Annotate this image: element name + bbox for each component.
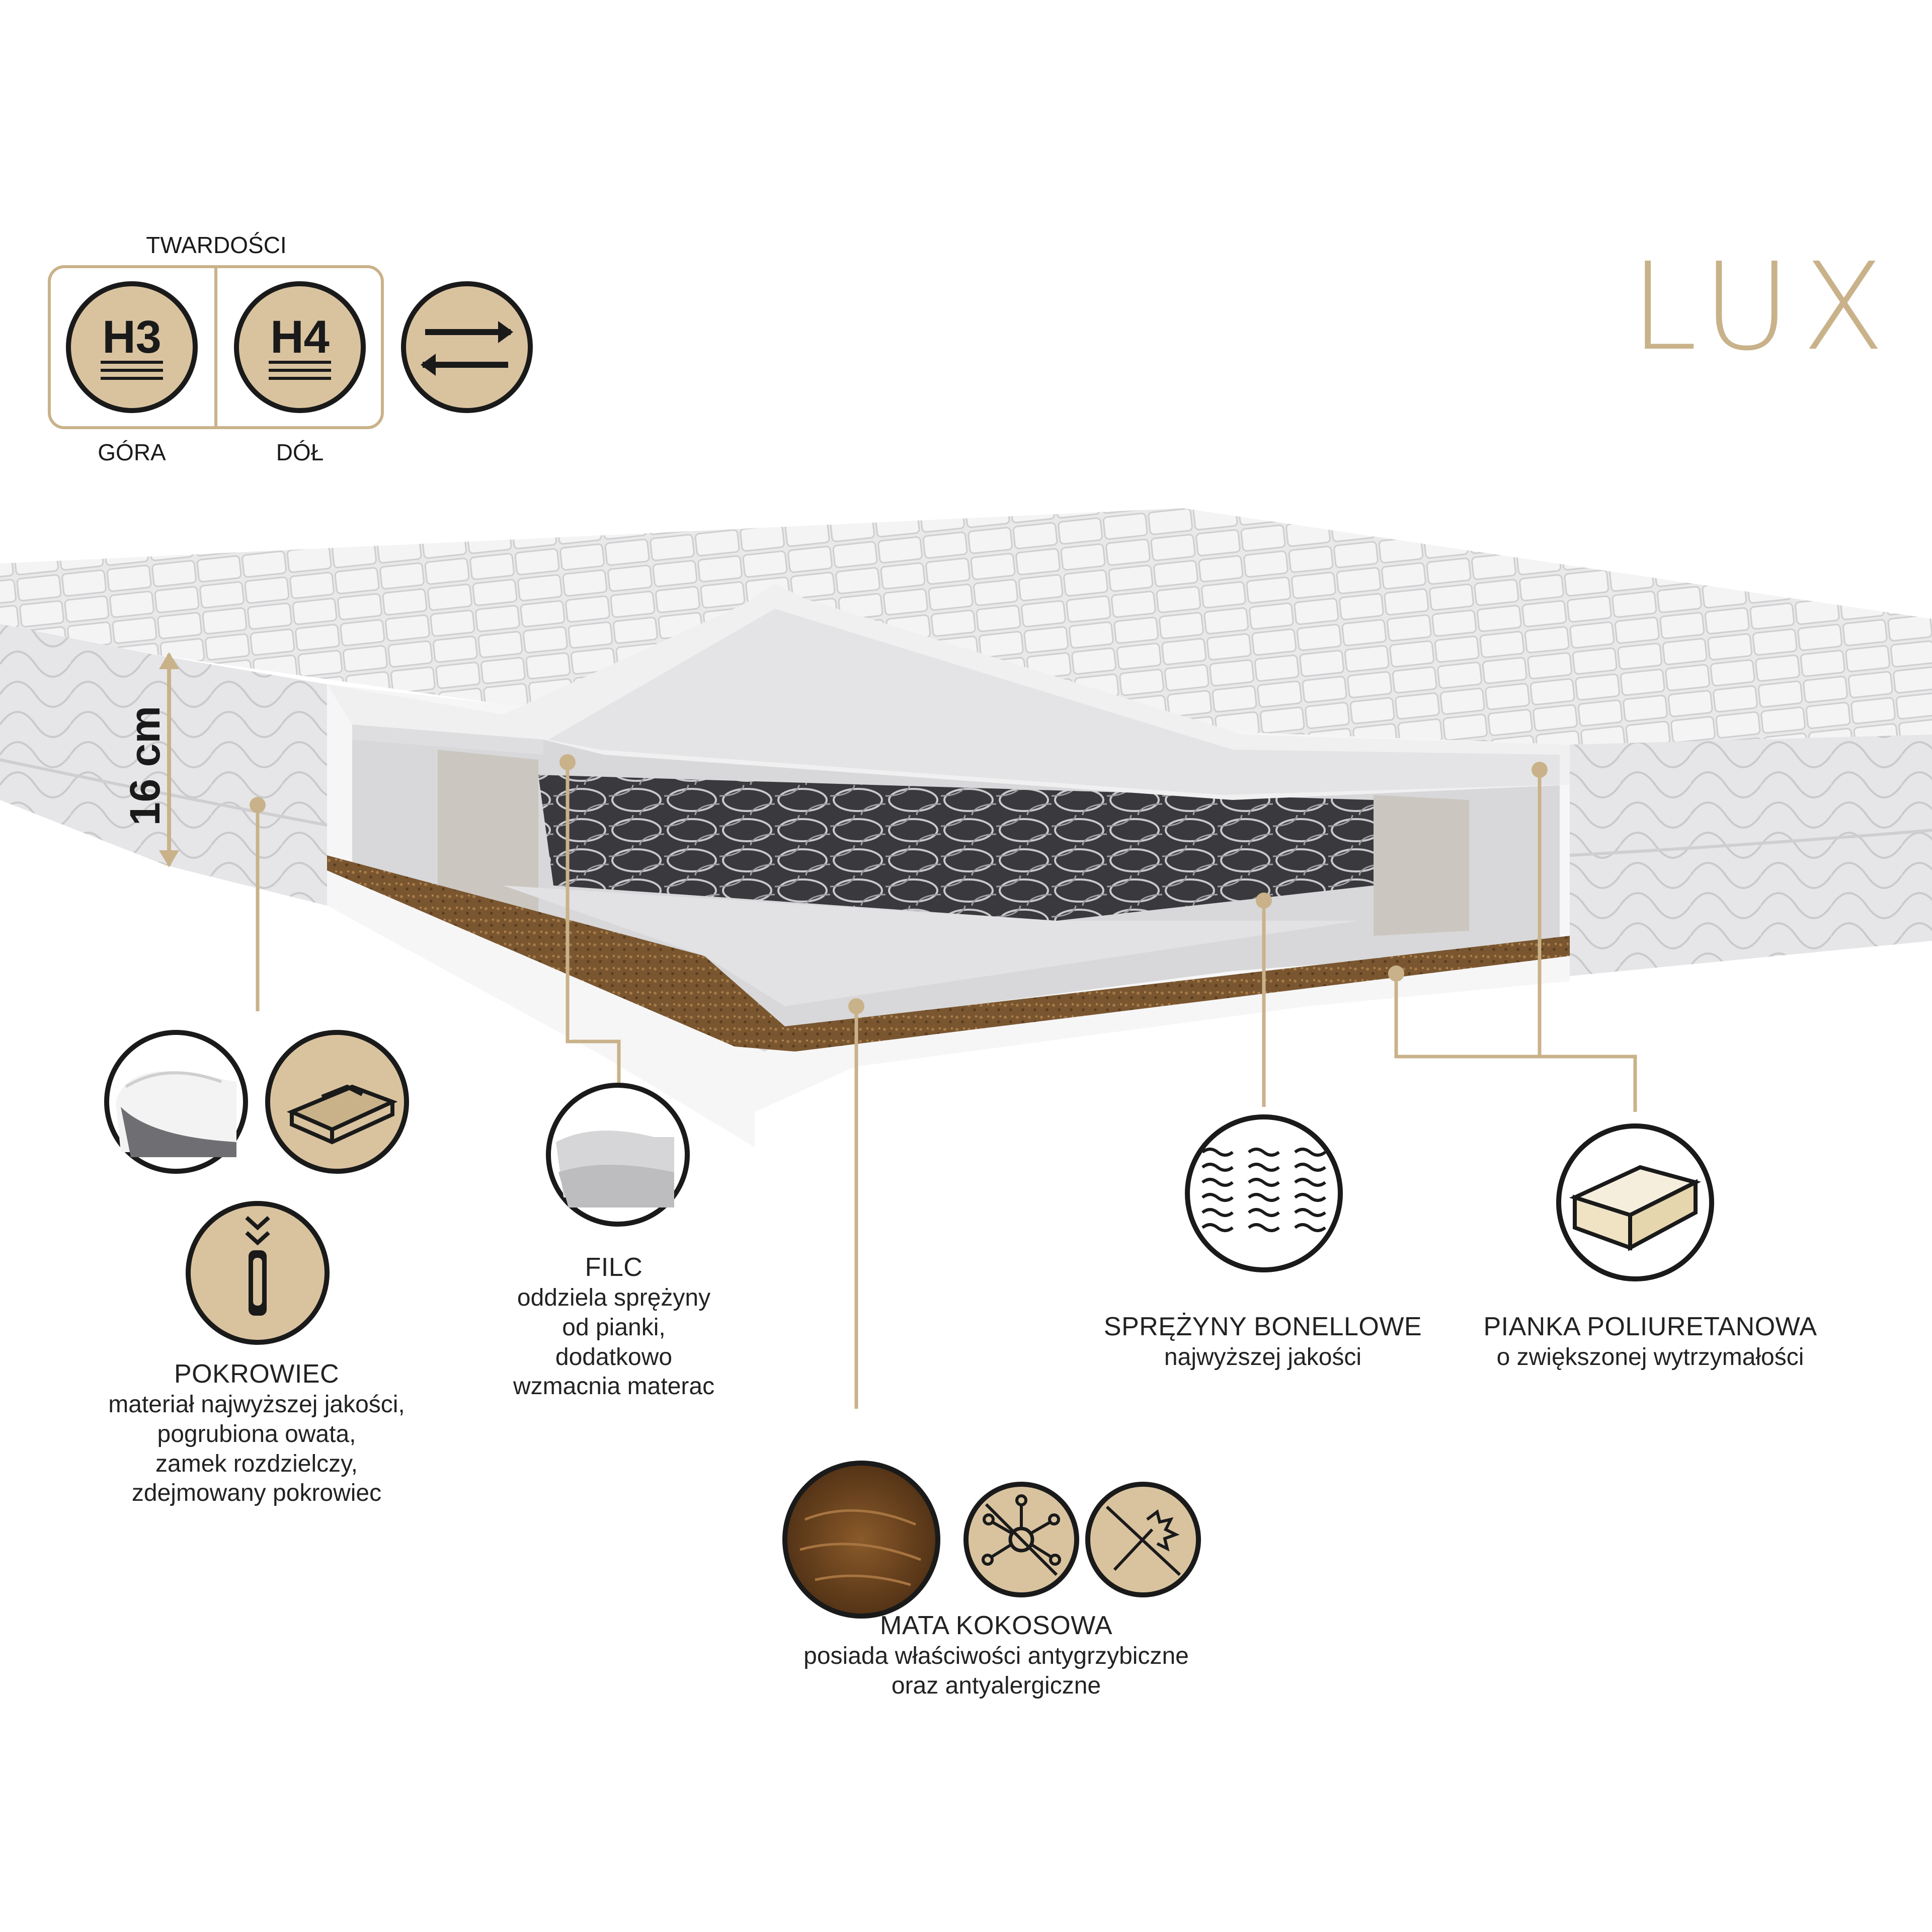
cover-desc-3: zamek rozdzielczy, — [155, 1450, 358, 1477]
height-dimension — [159, 652, 179, 867]
felt-label: FILC oddziela sprężyny od pianki, dodatk… — [453, 1252, 775, 1402]
double-arrow-icon — [401, 281, 533, 413]
felt-title: FILC — [585, 1253, 643, 1282]
firmness-top-code: H3 — [102, 311, 162, 363]
coconut-desc-1: posiada właściwości antygrzybiczne — [803, 1643, 1189, 1670]
felt-sheet-icon — [546, 1083, 690, 1227]
coconut-title: MATA KOKOSOWA — [879, 1611, 1113, 1640]
h4-badge-icon — [234, 281, 366, 413]
callout-dots — [250, 754, 1548, 1014]
bonnell-springs-icon — [1185, 1114, 1343, 1272]
cover-desc-4: zdejmowany pokrowiec — [131, 1480, 382, 1507]
firmness-title: TWARDOŚCI — [146, 232, 287, 258]
callout-lines — [256, 762, 1637, 1409]
firmness-panel — [48, 265, 533, 429]
brand-logo: LUX — [1630, 236, 1896, 377]
felt-desc-1: oddziela sprężyny — [517, 1284, 711, 1312]
springs-desc-1: najwyższej jakości — [1164, 1344, 1362, 1371]
mattress — [0, 508, 1932, 1147]
zipper-icon — [186, 1201, 330, 1345]
anti-allergic-icon — [1085, 1482, 1201, 1597]
coconut-fiber-icon — [782, 1461, 940, 1619]
h3-badge-icon — [66, 281, 198, 413]
coconut-desc-2: oraz antyalergiczne — [891, 1672, 1101, 1699]
firmness-top-caption: GÓRA — [98, 439, 166, 465]
cover-layer-icon — [265, 1030, 409, 1174]
foam-block-icon — [1556, 1123, 1714, 1281]
foam-desc-1: o zwiększonej wytrzymałości — [1496, 1344, 1804, 1371]
height-label: 16 cm — [121, 705, 169, 826]
coconut-label: MATA KOKOSOWA posiada właściwości antygr… — [745, 1610, 1248, 1701]
springs-title: SPRĘŻYNY BONELLOWE — [1103, 1312, 1422, 1341]
felt-desc-3: dodatkowo — [555, 1343, 673, 1371]
cover-desc-2: pogrubiona owata, — [157, 1420, 356, 1447]
cover-title: POKROWIEC — [174, 1359, 340, 1389]
pillow-fabric-icon — [104, 1030, 248, 1174]
felt-desc-2: od pianki, — [562, 1314, 666, 1341]
felt-desc-4: wzmacnia materac — [513, 1373, 715, 1400]
springs-label: SPRĘŻYNY BONELLOWE najwyższej jakości — [1057, 1311, 1469, 1373]
cover-desc-1: materiał najwyższej jakości, — [108, 1391, 405, 1418]
firmness-bottom-code: H4 — [270, 311, 330, 363]
cover-label: POKROWIEC materiał najwyższej jakości, p… — [70, 1358, 443, 1508]
anti-fungal-icon — [963, 1482, 1079, 1597]
foam-label: PIANKA POLIURETANOWA o zwiększonej wytrz… — [1419, 1311, 1882, 1373]
firmness-bottom-caption: DÓŁ — [276, 439, 324, 465]
foam-title: PIANKA POLIURETANOWA — [1483, 1312, 1817, 1341]
